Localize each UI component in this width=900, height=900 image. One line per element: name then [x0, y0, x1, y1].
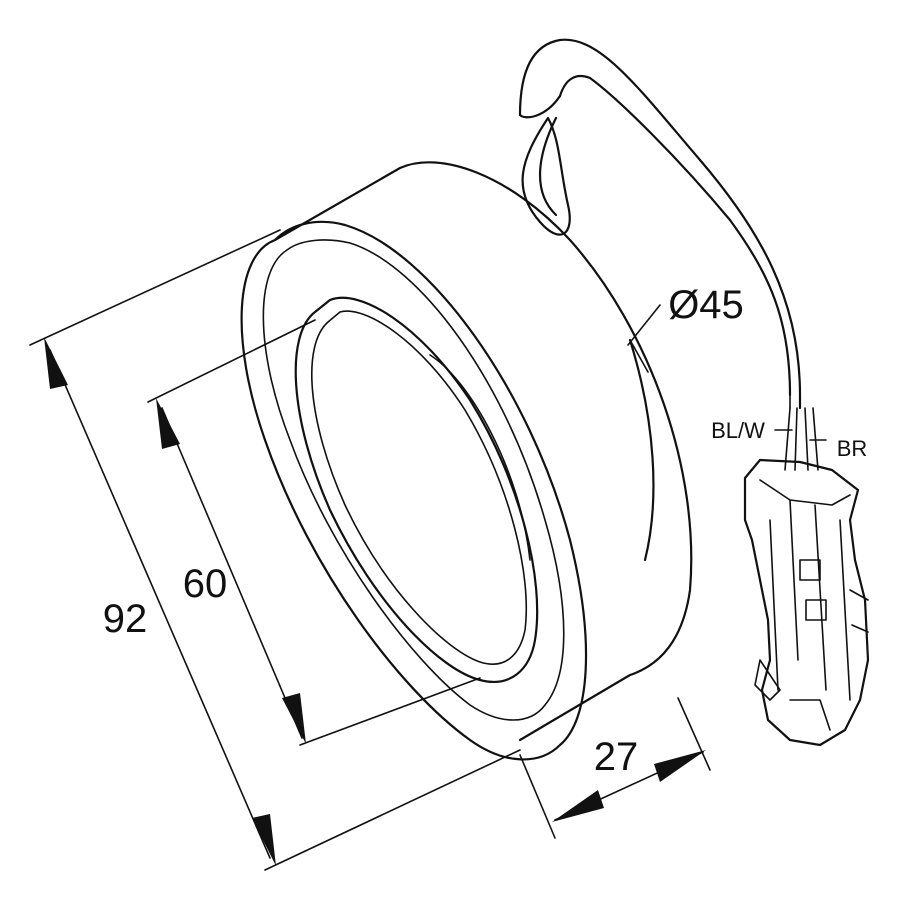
dim-27-label: 27 — [594, 735, 639, 779]
dim-bore-label: Ø45 — [668, 283, 744, 327]
cable — [518, 38, 802, 410]
connector — [743, 458, 870, 747]
wire-labels: BL/W BR — [711, 418, 867, 461]
dim-60-label: 60 — [183, 562, 228, 606]
dim-92-label: 92 — [103, 597, 148, 641]
wire-label-br: BR — [837, 436, 868, 461]
dimension-bore: Ø45 — [627, 283, 744, 346]
coil-body — [240, 161, 693, 761]
cable-loop — [521, 116, 571, 236]
wire-pair — [784, 407, 819, 471]
dimension-60: 60 — [147, 319, 481, 746]
dimension-92: 92 — [29, 229, 521, 871]
wire-label-blw: BL/W — [711, 418, 765, 443]
dimension-27: 27 — [519, 697, 711, 839]
